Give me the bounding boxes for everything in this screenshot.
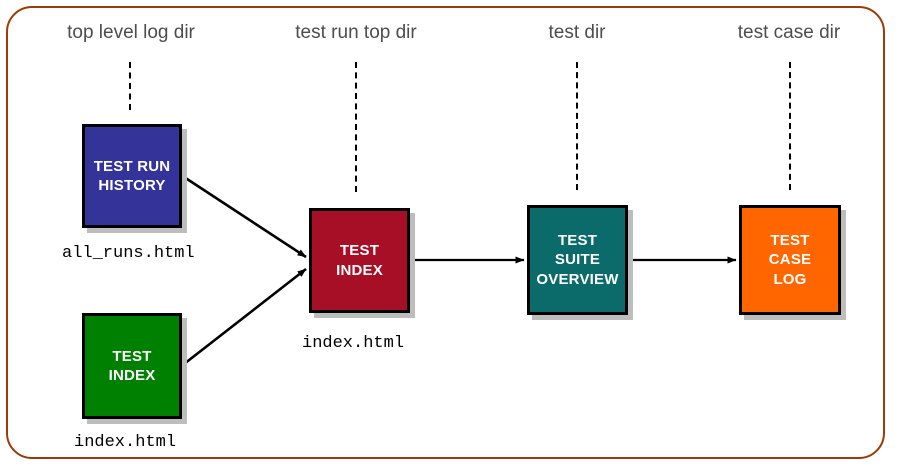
node-test-case-log-line-2: LOG bbox=[773, 270, 807, 288]
column-divider-3 bbox=[576, 62, 578, 190]
node-test-suite-overview-line-1: SUITE bbox=[554, 251, 601, 269]
node-test-index-run[interactable]: TEST INDEX bbox=[309, 208, 410, 313]
node-test-case-log[interactable]: TEST CASE LOG bbox=[739, 205, 841, 315]
column-header-top-level-log-dir: top level log dir bbox=[67, 22, 195, 43]
column-divider-2 bbox=[355, 62, 357, 192]
node-test-index-top-level-line-1: INDEX bbox=[108, 367, 156, 384]
column-header-test-run-top-dir: test run top dir bbox=[295, 22, 417, 43]
node-test-case-log-line-0: TEST bbox=[770, 231, 810, 249]
node-test-case-log-line-1: CASE bbox=[768, 251, 812, 269]
node-test-suite-overview-line-2: OVERVIEW bbox=[536, 270, 619, 288]
column-divider-1 bbox=[129, 62, 131, 110]
node-test-index-top-level[interactable]: TEST INDEX bbox=[82, 313, 182, 419]
file-label-index-html-test-run: index.html bbox=[302, 334, 405, 353]
node-test-run-history-line-0: TEST RUN bbox=[93, 157, 171, 175]
file-label-all-runs-html: all_runs.html bbox=[62, 244, 195, 263]
node-test-suite-overview[interactable]: TEST SUITE OVERVIEW bbox=[527, 205, 628, 315]
node-test-index-run-line-1: INDEX bbox=[336, 261, 383, 279]
edge-history-to-index bbox=[183, 175, 307, 259]
node-test-run-history[interactable]: TEST RUN HISTORY bbox=[82, 124, 182, 228]
node-test-index-run-line-0: TEST bbox=[339, 242, 380, 259]
node-test-suite-overview-line-0: TEST bbox=[557, 231, 598, 249]
column-header-test-case-dir: test case dir bbox=[737, 22, 841, 43]
node-test-index-top-level-line-0: TEST bbox=[112, 347, 152, 365]
node-test-run-history-line-1: HISTORY bbox=[98, 177, 166, 194]
file-label-index-html-top-level: index.html bbox=[74, 433, 177, 452]
column-header-test-dir: test dir bbox=[548, 22, 606, 43]
column-divider-4 bbox=[789, 62, 791, 190]
edge-green-index-to-index bbox=[183, 267, 307, 366]
